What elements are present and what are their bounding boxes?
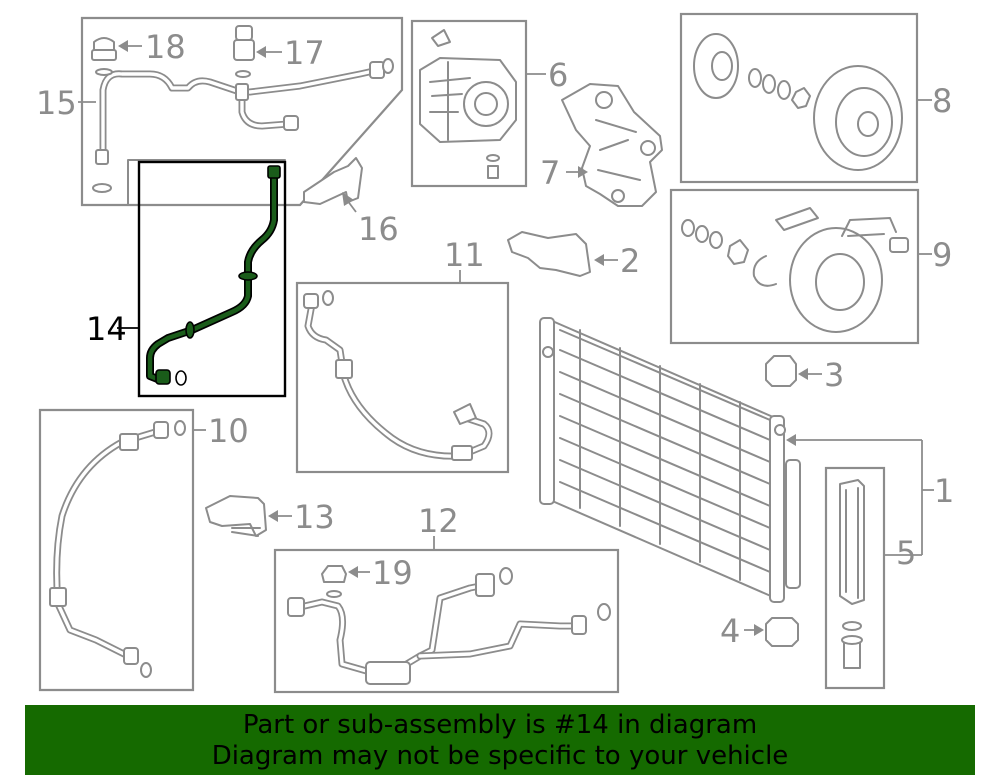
- part-15-group: [78, 16, 404, 207]
- callout-2: 2: [620, 242, 640, 280]
- box-11: [295, 281, 510, 474]
- box-14: [137, 160, 287, 398]
- box-5: [824, 466, 886, 690]
- bracket-16: [303, 157, 363, 205]
- callout-1: 1: [934, 472, 954, 510]
- hose-11: [304, 300, 493, 460]
- box-9: [669, 188, 920, 345]
- callout-18: 18: [145, 28, 186, 66]
- box-15: [80, 16, 404, 207]
- notice-line-1: Part or sub-assembly is #14 in diagram: [242, 710, 758, 740]
- part-13-group: [205, 495, 292, 537]
- pipe-12: [292, 580, 494, 676]
- box-6: [410, 19, 528, 188]
- notice-banner: Part or sub-assembly is #14 in diagram D…: [25, 705, 975, 775]
- desiccant-5: [839, 479, 865, 605]
- part-7-group: [561, 83, 663, 207]
- callout-5: 5: [896, 534, 916, 572]
- callout-4: 4: [720, 612, 740, 650]
- callout-12: 12: [418, 502, 459, 540]
- callout-10: 10: [208, 412, 249, 450]
- box-8: [679, 12, 919, 184]
- callout-3: 3: [824, 356, 844, 394]
- callout-15: 15: [36, 84, 77, 122]
- bracket-13: [205, 495, 267, 537]
- part-16-group: [303, 157, 363, 213]
- part-12-group: [273, 536, 620, 694]
- part-5-group: [824, 466, 922, 690]
- part-4-group: [744, 617, 799, 647]
- nut-19: [321, 565, 347, 583]
- bracket-2: [507, 231, 591, 277]
- callout-17: 17: [284, 34, 325, 72]
- notice-line-2: Diagram may not be specific to your vehi…: [211, 741, 789, 771]
- part-6-group: [410, 19, 546, 188]
- part-8-group: [679, 12, 932, 184]
- hose-10: [53, 426, 166, 660]
- part-2-group: [507, 231, 618, 277]
- cushion-3: [765, 355, 797, 387]
- callout-11: 11: [444, 236, 485, 274]
- callout-19: 19: [372, 554, 413, 592]
- box-10: [38, 408, 195, 692]
- callout-9: 9: [932, 236, 952, 274]
- callout-6: 6: [548, 56, 568, 94]
- part-1-group: [539, 317, 934, 603]
- part-11-group: [295, 270, 510, 474]
- part-9-group: [669, 188, 932, 345]
- callout-7: 7: [540, 154, 560, 192]
- callout-14: 14: [86, 310, 127, 348]
- sensor-17: [235, 25, 253, 41]
- cap-18: [93, 37, 115, 51]
- callout-16: 16: [358, 210, 399, 248]
- part-14-group: [117, 160, 287, 398]
- part-10-group: [38, 408, 206, 692]
- part-3-group: [765, 355, 822, 387]
- cushion-4: [765, 617, 799, 647]
- callout-8: 8: [932, 82, 952, 120]
- parts-diagram: 18 17 15 14 6 7: [36, 12, 954, 694]
- box-12: [273, 548, 620, 694]
- callout-13: 13: [294, 498, 335, 536]
